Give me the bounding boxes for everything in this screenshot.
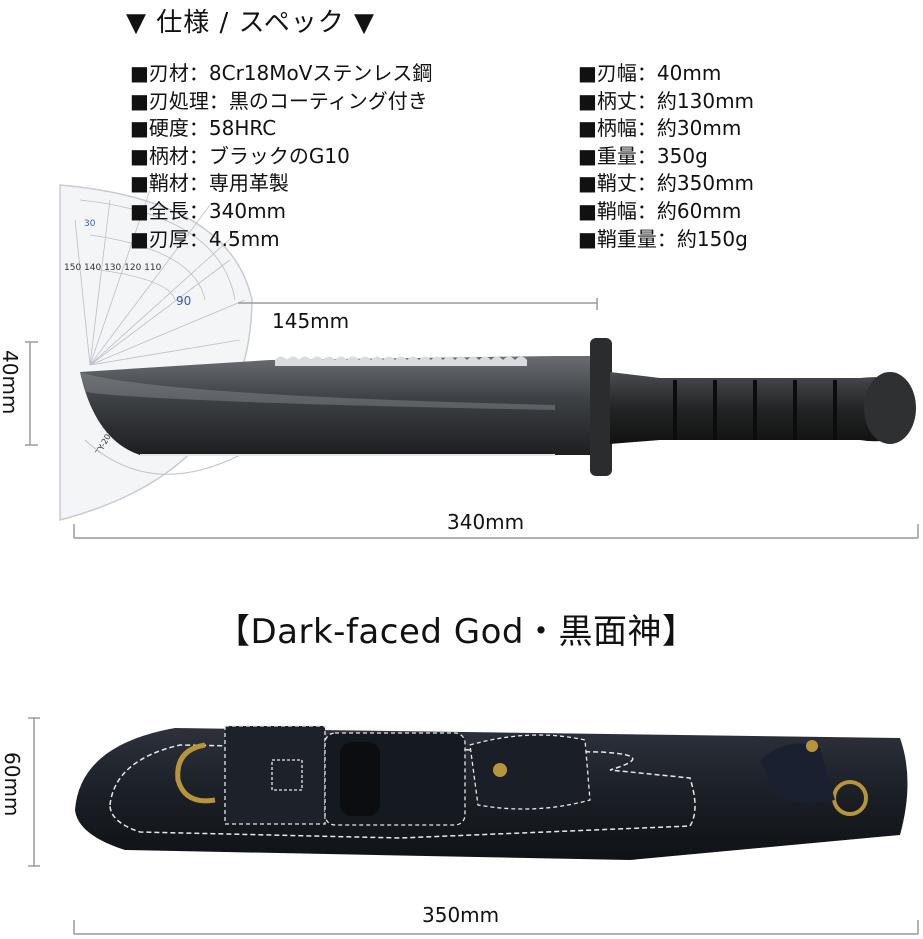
spec-item: ■硬度：58HRC <box>130 116 277 141</box>
spec-item: ■鞘重量：約150g <box>578 226 748 251</box>
protractor-scale: 150 140 130 120 110 <box>64 263 162 273</box>
spec-item: ■刃幅：40mm <box>578 61 722 85</box>
knife-guard <box>590 338 612 476</box>
spec-item: ■刃材：8Cr18MoVステンレス鋼 <box>130 61 433 85</box>
spec-item: ■全長：340mm <box>130 198 287 223</box>
sheath-width-label: 60mm <box>0 752 24 817</box>
leather-sheath <box>75 725 908 860</box>
sheath-length-label: 350mm <box>422 903 500 927</box>
svg-text:30: 30 <box>84 219 96 229</box>
knife-dimension-lines <box>25 298 919 539</box>
spec-list-left: ■刃材：8Cr18MoVステンレス鋼 ■刃処理：黒のコーティング付き ■硬度：5… <box>130 60 432 253</box>
spec-header: ▼ 仕様 / スペック ▼ <box>126 8 375 38</box>
spec-item: ■柄材：ブラックのG10 <box>130 143 350 168</box>
product-title: 【Dark-faced God・黒面神】 <box>216 612 697 652</box>
spec-list-right: ■刃幅：40mm ■柄丈：約130mm ■柄幅：約30mm ■重量：350g ■… <box>578 60 754 253</box>
knife-blade <box>80 356 600 456</box>
spec-item: ■鞘丈：約350mm <box>578 171 755 196</box>
svg-text:90: 90 <box>176 294 191 308</box>
knife-handle <box>610 372 916 444</box>
blade-width-label: 40mm <box>0 350 22 415</box>
spec-item: ■刃処理：黒のコーティング付き <box>130 88 428 113</box>
spec-item: ■刃厚：4.5mm <box>130 226 280 251</box>
spec-item: ■柄丈：約130mm <box>578 88 755 113</box>
spec-item: ■鞘材：専用革製 <box>130 171 289 196</box>
total-length-label: 340mm <box>447 510 525 534</box>
blade-length-label: 145mm <box>272 309 350 333</box>
sheath-dimension-lines <box>28 717 919 935</box>
spec-item: ■重量：350g <box>578 143 708 168</box>
spec-item: ■鞘幅：約60mm <box>578 198 742 223</box>
spec-item: ■柄幅：約30mm <box>578 116 742 141</box>
